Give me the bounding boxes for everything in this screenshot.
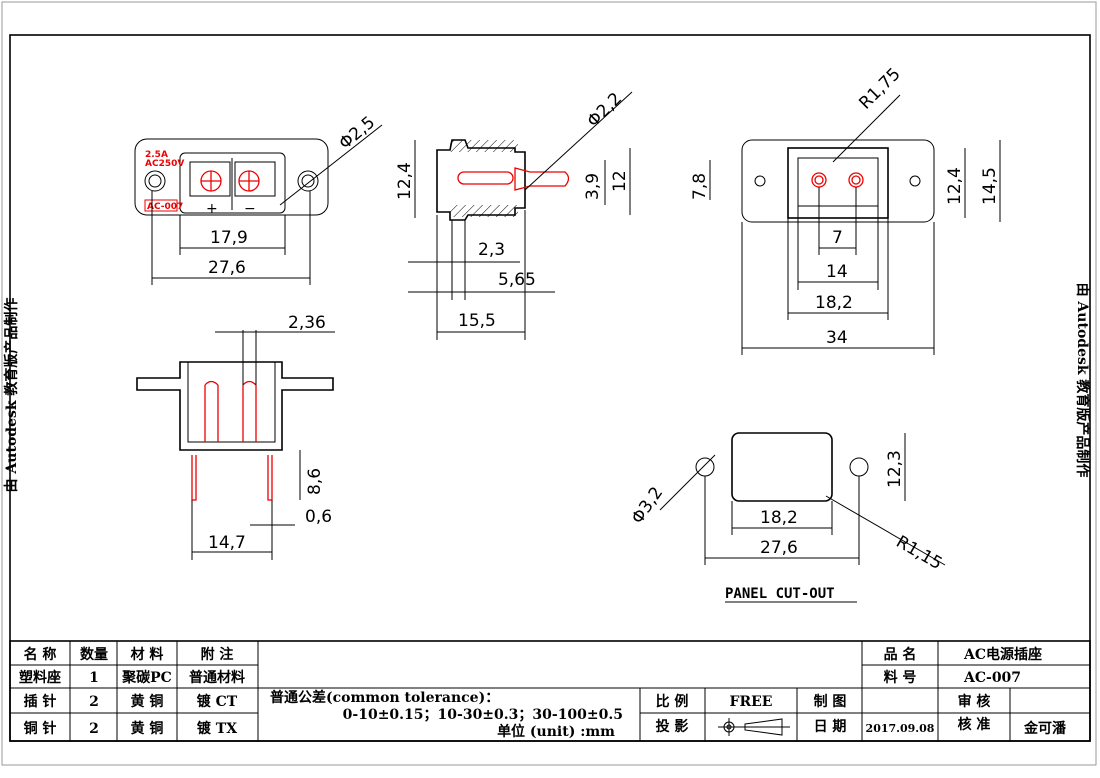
dim-inner-width: 17,9: [210, 228, 248, 248]
model-label: AC-007: [147, 202, 183, 212]
scale-label: 比 例: [656, 693, 689, 710]
rating-voltage: AC250V: [145, 159, 184, 169]
watermark-left: 由 Autodesk 教育版产品制作: [3, 298, 20, 493]
dim-pitch: 7: [832, 228, 843, 248]
rating-current: 2.5A: [145, 150, 168, 160]
dim-cutout-width: 18,2: [760, 508, 798, 528]
dim-pin-length: 8,6: [305, 468, 325, 495]
dim-pin-dia: Φ2,2: [583, 89, 626, 132]
dim-cutout-height: 12,3: [885, 450, 905, 488]
svg-text:普通材料: 普通材料: [189, 669, 245, 686]
dim-cutout-hole: Φ3,2: [628, 483, 668, 528]
bom-row: 塑料座 1 聚碳PC 普通材料: [19, 669, 245, 686]
dim-d1: 2,3: [478, 240, 505, 260]
panel-cutout-view: Φ3,2 12,3 18,2 27,6 R1,15 PANEL CUT-OUT: [628, 432, 946, 603]
dim-radius: R1,75: [855, 64, 904, 113]
dim-w14: 14: [826, 262, 848, 282]
unit-label: 单位 (unit) :mm: [497, 723, 615, 740]
dim-side-height: 12,4: [395, 162, 415, 200]
front-view: 2.5A AC250V AC-007 + − Φ2,5 17,9 27,6: [134, 113, 383, 285]
dim-total: 34: [826, 328, 848, 348]
dim-outer-height: 12: [610, 170, 630, 192]
dim-pin-height: 3,9: [583, 173, 603, 200]
dim-cutout-span: 27,6: [760, 538, 798, 558]
svg-text:镀 TX: 镀 TX: [197, 720, 237, 737]
approver: 金可潘: [1023, 720, 1067, 737]
svg-text:黄 铜: 黄 铜: [131, 720, 164, 737]
dim-outer-h: 14,5: [980, 167, 1000, 205]
bom-header-material: 材 料: [131, 646, 164, 663]
date-value: 2017.09.08: [866, 722, 935, 735]
product-name-label: 品 名: [884, 646, 917, 663]
dim-total-width: 27,6: [208, 258, 246, 278]
bom-header-note: 附 注: [201, 646, 234, 663]
projection-label: 投 影: [656, 719, 689, 735]
outer-border: [1, 1, 1097, 766]
dim-pin-thickness: 0,6: [305, 507, 332, 527]
svg-text:铜 针: 铜 针: [24, 720, 57, 737]
svg-text:2: 2: [89, 694, 99, 710]
svg-text:镀 CT: 镀 CT: [197, 693, 238, 710]
dim-w18: 18,2: [815, 293, 853, 313]
product-name: AC电源插座: [963, 646, 1042, 663]
dim-inner-h: 12,4: [945, 167, 965, 205]
svg-text:插 针: 插 针: [24, 693, 57, 710]
minus-sign: −: [244, 201, 256, 217]
watermark-right: 由 Autodesk 教育版产品制作: [1074, 283, 1091, 478]
tolerance-ranges: 0-10±0.15；10-30±0.3；30-100±0.5: [343, 707, 623, 723]
svg-text:1: 1: [89, 670, 99, 686]
dim-cutout-radius: R1,15: [893, 532, 946, 574]
dim-d2: 5,65: [498, 270, 536, 290]
svg-text:聚碳PC: 聚碳PC: [121, 669, 172, 686]
panel-cutout-title: PANEL CUT-OUT: [725, 586, 835, 602]
scale-value: FREE: [730, 694, 773, 710]
side-view: Φ2,2 12,4 3,9 12 2,3 5,65 15,5: [395, 89, 633, 340]
title-block: 名 称 数量 材 料 附 注 塑料座 1 聚碳PC 普通材料 插 针 2 黄 铜…: [9, 640, 1091, 742]
part-no-label: 料 号: [884, 669, 917, 686]
approve-label: 核 准: [958, 716, 991, 733]
svg-text:黄 铜: 黄 铜: [131, 693, 164, 710]
date-label: 日 期: [814, 719, 847, 735]
bom-header-qty: 数量: [80, 646, 108, 663]
dim-pin-span: 14,7: [208, 533, 246, 553]
dim-offset: 7,8: [690, 173, 710, 200]
bom-header-name: 名 称: [24, 646, 57, 663]
review-label: 审 核: [958, 693, 991, 710]
tolerance-title: 普通公差(common tolerance)：: [270, 689, 499, 706]
bom-row: 铜 针 2 黄 铜 镀 TX: [24, 720, 238, 737]
bom-row: 插 针 2 黄 铜 镀 CT: [24, 693, 238, 710]
section-view: 2,36 8,6 0,6 14,7: [136, 313, 335, 560]
svg-text:2: 2: [89, 721, 99, 737]
svg-text:塑料座: 塑料座: [19, 669, 61, 686]
dim-pin-width: 2,36: [288, 313, 326, 333]
projection-symbol-icon: [718, 718, 790, 736]
dim-depth: 15,5: [458, 311, 496, 331]
dim-hole: Φ2,5: [335, 113, 379, 154]
plus-sign: +: [206, 201, 218, 217]
drawn-label: 制 图: [814, 693, 847, 710]
back-view: R1,75 7,8 12,4 14,5 7 14 18,2 34: [690, 64, 1001, 355]
part-no: AC-007: [963, 670, 1021, 686]
